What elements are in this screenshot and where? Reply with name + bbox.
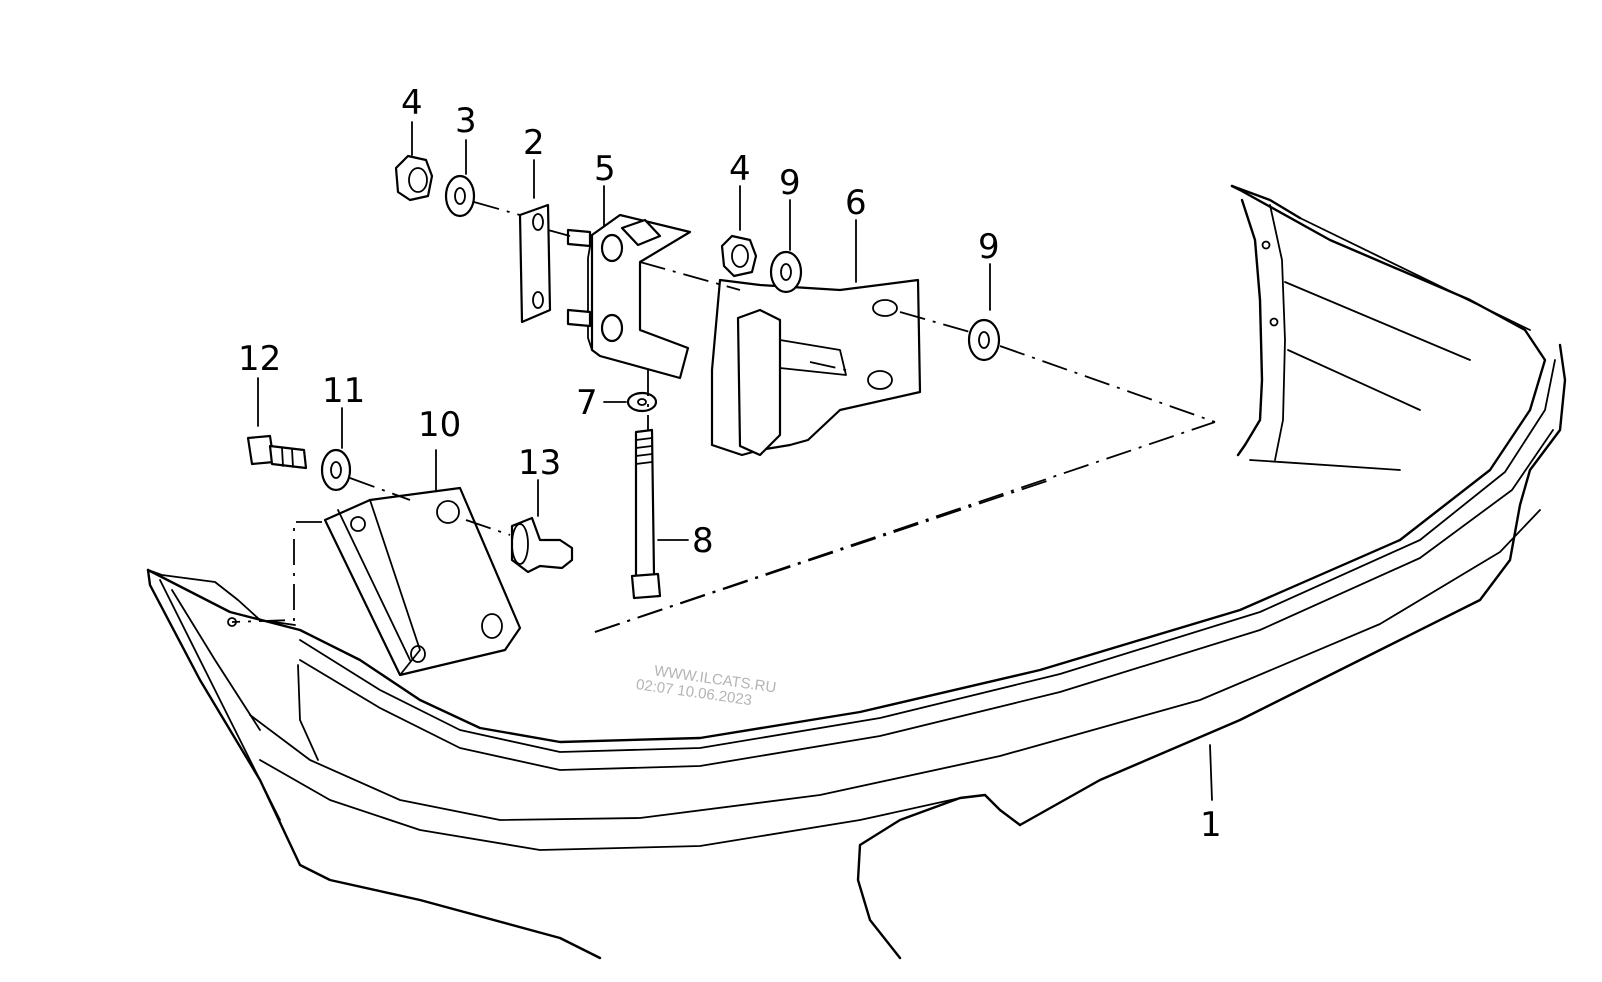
callout-8: 8 [692,521,714,561]
callout-6: 6 [845,183,867,223]
washer-part-3 [444,174,476,218]
callout-12: 12 [238,339,281,379]
washer-part-11 [320,448,352,492]
bracket-part-5 [566,213,692,380]
callout-7: 7 [576,383,598,423]
washer-part-9-upper [769,250,803,294]
plate-part-2 [518,203,552,324]
bracket-part-6 [710,278,922,457]
callout-9-lower: 9 [978,227,1000,267]
rear-bumper [146,184,1567,960]
leader-lines [257,121,1213,801]
callout-4-right: 4 [729,149,751,189]
bolt-part-8 [630,428,662,600]
watermark: WWW.ILCATS.RU 02:07 10.06.2023 [635,663,777,710]
bracket-part-10 [323,486,522,677]
washer-part-7 [626,391,658,413]
callout-9-upper: 9 [779,163,801,203]
callout-13: 13 [518,443,561,483]
washer-part-9-lower [967,318,1001,362]
callout-3: 3 [455,101,477,141]
callout-1: 1 [1200,805,1222,845]
assembly-lines [231,201,1216,623]
nut-part-4-right [720,234,758,278]
callouts: 1 2 3 4 4 5 6 7 8 9 9 10 11 12 13 [238,83,1222,845]
callout-11: 11 [322,371,365,411]
nut-part-4-left [394,154,434,202]
bolt-part-12 [246,434,308,470]
callout-5: 5 [594,149,616,189]
stud-part-13 [510,516,574,574]
callout-10: 10 [418,405,461,445]
callout-2: 2 [523,123,545,163]
callout-4-left: 4 [401,83,423,123]
